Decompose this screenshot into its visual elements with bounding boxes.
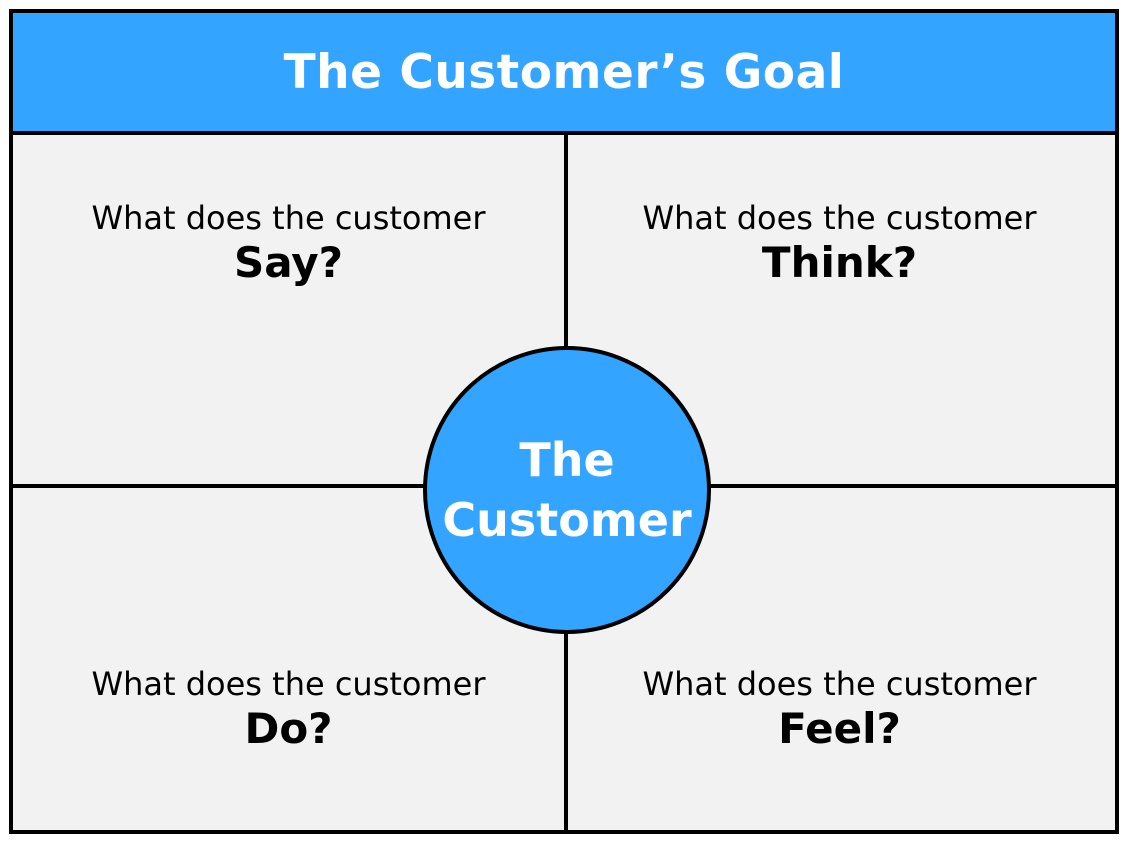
customer-label-line1: The xyxy=(519,433,615,487)
quadrant-verb-think: Think? xyxy=(761,238,918,287)
goal-header: The Customer’s Goal xyxy=(13,13,1115,135)
goal-title: The Customer’s Goal xyxy=(283,44,845,100)
quadrant-prompt: What does the customer xyxy=(91,665,486,703)
quadrant-verb-feel: Feel? xyxy=(778,704,901,753)
quadrant-prompt: What does the customer xyxy=(642,199,1037,237)
quadrant-feel: What does the customer Feel? xyxy=(564,665,1115,755)
quadrant-verb-do: Do? xyxy=(244,704,333,753)
quadrant-say: What does the customer Say? xyxy=(13,199,564,289)
customer-circle: The Customer xyxy=(423,346,711,634)
quadrant-verb-say: Say? xyxy=(233,238,344,287)
quadrant-prompt: What does the customer xyxy=(91,199,486,237)
empathy-map: The Customer’s Goal What does the custom… xyxy=(9,9,1119,834)
quadrant-prompt: What does the customer xyxy=(642,665,1037,703)
quadrant-do: What does the customer Do? xyxy=(13,665,564,755)
customer-label-line2: Customer xyxy=(442,493,692,547)
quadrant-think: What does the customer Think? xyxy=(564,199,1115,289)
